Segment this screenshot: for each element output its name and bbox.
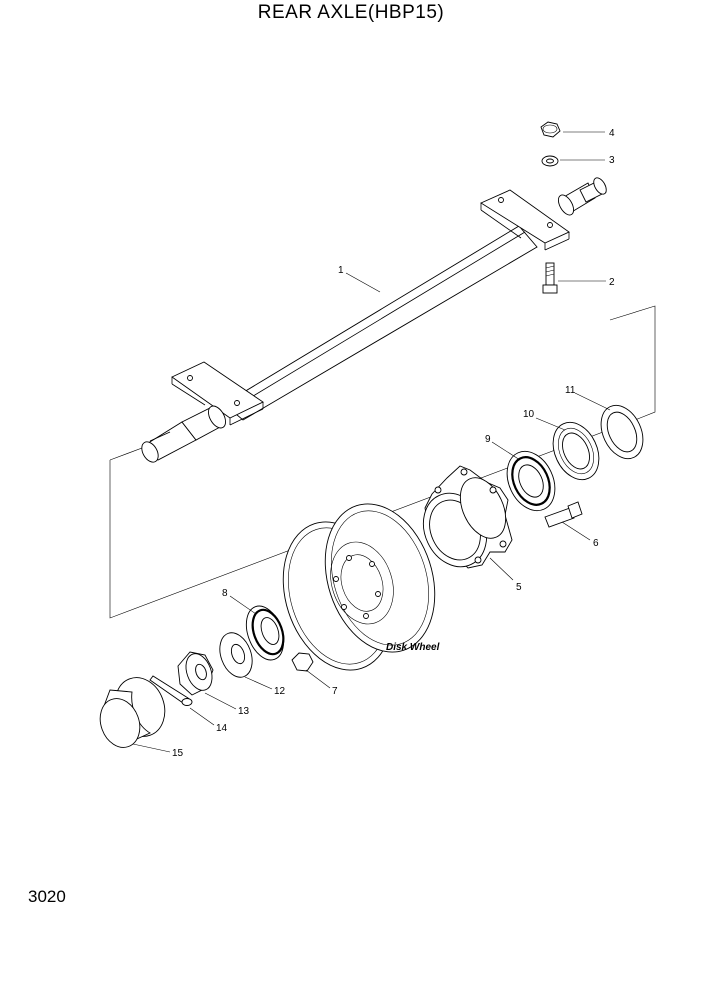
callout-9: 9: [485, 434, 491, 445]
part-14-cotter-pin: [149, 675, 193, 706]
page-title: REAR AXLE(HBP15): [257, 2, 445, 23]
callout-2: 2: [609, 277, 615, 288]
callout-7: 7: [332, 686, 338, 697]
leader-lines: [132, 131, 611, 753]
part-10-bearing: [552, 421, 600, 481]
callout-10: 10: [523, 409, 535, 420]
callout-13: 13: [238, 706, 250, 717]
page-number: 3020: [28, 887, 66, 906]
part-2-bolt: [542, 262, 558, 294]
callout-4: 4: [609, 128, 615, 139]
disk-wheel-label: Disk Wheel: [386, 642, 440, 653]
part-1-axle-beam: [141, 177, 607, 463]
part-7-nut: [291, 652, 314, 672]
callout-11: 11: [565, 385, 576, 396]
disk-wheel: [282, 503, 436, 671]
callout-12: 12: [274, 686, 286, 697]
callout-15: 15: [172, 748, 184, 759]
part-9-bearing: [506, 450, 556, 512]
part-12-washer: [219, 632, 253, 678]
part-11-seal: [600, 404, 644, 460]
part-8-bearing: [245, 605, 285, 661]
callout-14: 14: [216, 723, 228, 734]
part-15-hub-cap: [99, 677, 166, 748]
part-5-hub: [422, 465, 513, 569]
part-13-castle-nut: [177, 651, 214, 696]
callout-6: 6: [593, 538, 599, 549]
callout-3: 3: [609, 155, 615, 166]
part-6-stud-bolt: [544, 501, 583, 528]
callout-5: 5: [516, 582, 522, 593]
callout-8: 8: [222, 588, 228, 599]
callout-1: 1: [338, 265, 344, 276]
part-4-nut: [540, 121, 561, 138]
part-3-washer: [541, 155, 559, 167]
